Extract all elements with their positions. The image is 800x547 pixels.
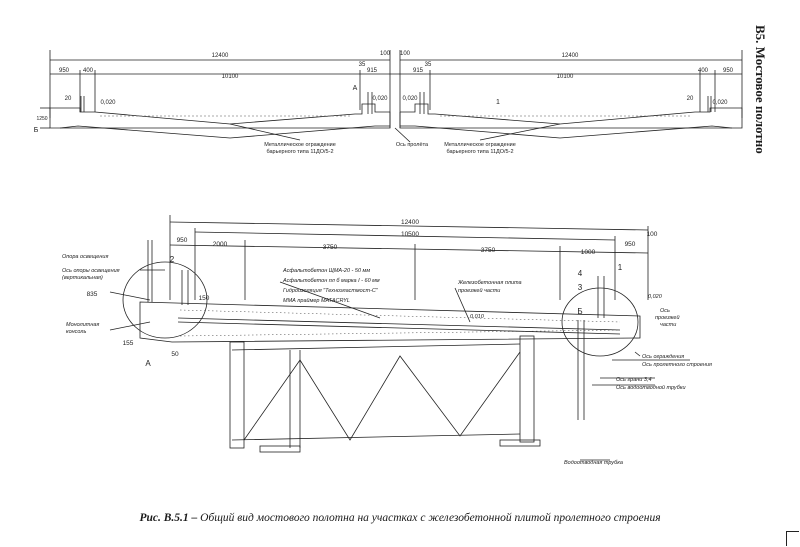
elev-left-1: 0,020 xyxy=(100,100,116,106)
dim-right-35: 35 xyxy=(425,62,432,68)
left-height: 1250 xyxy=(36,116,47,122)
dim-100: 100 xyxy=(647,231,658,238)
dim-50: 50 xyxy=(171,351,179,358)
label-elev-right: 0,020 xyxy=(648,294,663,300)
figure-caption: Рис. В.5.1 – Общий вид мостового полотна… xyxy=(0,512,800,524)
dim-right-915: 915 xyxy=(413,68,424,74)
label-elev-mid: 0,010 xyxy=(470,314,485,320)
dim-12400: 12400 xyxy=(401,219,419,226)
label-layer-3: Гидроизоляция "Техноэластмост-С" xyxy=(283,288,379,294)
label-os-ograzhd: Ось ограждения xyxy=(642,354,684,360)
mark-3-main: 3 xyxy=(578,283,583,292)
note-left-2: барьерного типа 11ДО/5-2 xyxy=(266,149,333,155)
dim-155: 155 xyxy=(123,340,134,347)
dim-left-915: 915 xyxy=(367,68,378,74)
dim-gap-a: 100 xyxy=(380,51,391,57)
label-plita-2: проезжей части xyxy=(458,287,500,294)
dim-950-right: 950 xyxy=(625,241,636,248)
dim-950-left: 950 xyxy=(177,237,188,244)
note-right-2: барьерного типа 11ДО/5-2 xyxy=(446,149,513,155)
label-monolit-1: Монолитная xyxy=(66,322,99,328)
label-os-vodootv: Ось водоотводной трубки xyxy=(616,384,686,391)
slope-left: 20 xyxy=(65,96,72,102)
dim-right-10100: 10100 xyxy=(557,74,574,80)
dim-1000: 1000 xyxy=(581,249,596,256)
mark-b-top: Б xyxy=(34,127,39,134)
note-right-1: Металлическое ограждение xyxy=(444,142,516,148)
elev-left-2: 0,020 xyxy=(372,96,388,102)
dim-835: 835 xyxy=(87,291,98,298)
dim-left-35: 35 xyxy=(359,62,366,68)
slope-right: 20 xyxy=(687,96,694,102)
dim-right-950: 950 xyxy=(723,68,734,74)
dim-3750-a: 3750 xyxy=(323,244,338,251)
mark-1-top: 1 xyxy=(496,99,500,106)
dim-3750-b: 3750 xyxy=(481,247,496,254)
mark-a-main: А xyxy=(145,359,151,368)
mark-a-top: А xyxy=(353,85,358,92)
cross-section-top-drawing: 12400 12400 100 100 950 400 10100 915 35… xyxy=(34,50,743,155)
bridge-deck-section-drawing: 12400 10500 950 2000 3750 3750 1000 950 … xyxy=(62,215,712,466)
label-layer-4: ММА праймер МАТАCRYL xyxy=(283,297,350,304)
page-corner-mark xyxy=(786,531,799,546)
label-os-vody-1: Ось xyxy=(660,308,670,314)
dim-left-950: 950 xyxy=(59,68,70,74)
dim-left-10100: 10100 xyxy=(222,74,239,80)
label-os-vody-3: части xyxy=(660,322,676,328)
label-os-vody-2: проезжей xyxy=(655,314,680,321)
dim-right-400: 400 xyxy=(698,68,709,74)
dim-150: 150 xyxy=(199,295,210,302)
dim-total-right: 12400 xyxy=(562,53,579,59)
caption-text: Общий вид мостового полотна на участках … xyxy=(200,512,661,524)
caption-label: Рис. В.5.1 – xyxy=(139,512,198,524)
label-plita-1: Железобетонная плита xyxy=(457,280,522,286)
label-layer-2: Асфальтобетон пл б марка I - 60 мм xyxy=(282,278,380,284)
dim-left-400: 400 xyxy=(83,68,94,74)
section-side-title: В5. Мостовое полотно xyxy=(748,25,788,185)
label-os-opory-1: Ось опоры освещения xyxy=(62,268,120,274)
dim-total-left: 12400 xyxy=(212,53,229,59)
mark-2-main: 2 xyxy=(170,255,175,264)
dim-10500: 10500 xyxy=(401,231,419,238)
label-os-opory-2: (вертикальная) xyxy=(62,275,103,281)
label-opora: Опора освещения xyxy=(62,254,108,260)
mark-4-main: 4 xyxy=(578,269,583,278)
note-mid: Ось пролёта xyxy=(396,142,429,148)
label-layer-1: Асфальтобетон ЩМА-20 - 50 мм xyxy=(282,268,370,274)
label-os-proleta: Ось пролетного строения xyxy=(642,362,712,368)
mark-b-main: Б xyxy=(577,307,582,316)
label-truba: Водоотводная трубка xyxy=(564,460,623,466)
dim-gap-b: 100 xyxy=(400,51,411,57)
mark-1-main: 1 xyxy=(618,263,623,272)
label-monolit-2: консоль xyxy=(66,329,86,335)
elev-right-1: 0,020 xyxy=(402,96,418,102)
label-os-a: Ось грани 3,4 xyxy=(616,377,652,383)
note-left-1: Металлическое ограждение xyxy=(264,142,336,148)
side-title-text: В5. Мостовое полотно xyxy=(753,25,768,154)
elev-right-2: 0,020 xyxy=(712,100,728,106)
dim-2000: 2000 xyxy=(213,241,228,248)
